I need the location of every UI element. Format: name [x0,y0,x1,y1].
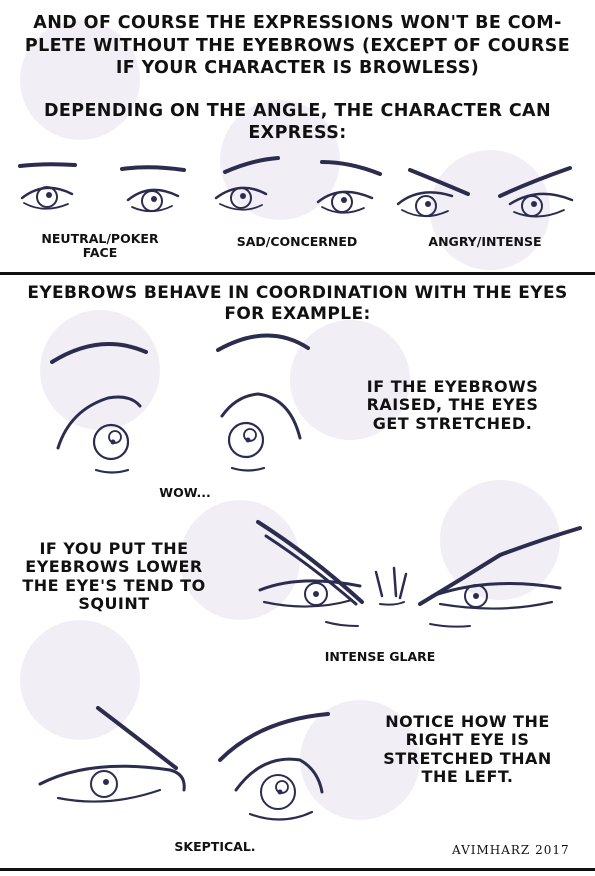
watermark-blob [20,20,140,140]
watermark-blob [20,620,140,740]
intro-line-2: plete without the eyebrows (except of co… [24,36,571,56]
neutral-eye-right [120,165,186,213]
wow-eye-left [50,342,148,474]
skeptical-eye-left [38,706,186,803]
raised-note: If the eyebrows raised, the eyes get str… [366,377,539,433]
caption-sad: Sad/Concerned [236,234,358,249]
watermark-blob [40,310,160,430]
glare-eye-left [256,520,364,627]
watermark-blob [180,500,300,620]
angry-eye-right [498,166,574,218]
neutral-eye-left [18,162,77,210]
intro-line-3: if your character is browless) [115,58,480,78]
caption-neutral: Neutral/Poker face [41,231,159,261]
skeptical-eye-right [218,712,330,821]
caption-wow: Wow... [159,485,211,500]
depending-line-2: express: [248,123,347,143]
sad-eye-left [214,156,280,211]
bottom-border [0,868,595,871]
intro-line-1: And of course the expressions won't be c… [33,13,562,33]
glare-eye-right [418,526,582,628]
glare-nose-lines [374,566,408,606]
wow-eye-right [216,333,310,472]
section-heading-2: for example: [224,304,371,324]
sad-eye-right [316,160,382,214]
angry-eye-left [396,168,470,218]
artist-credit: Avimharz 2017 [452,843,570,857]
caption-skeptical: Skeptical. [174,839,256,854]
caption-angry: Angry/Intense [428,234,542,249]
watermark-blob [290,320,410,440]
watermark-blob [300,700,420,820]
caption-glare: Intense glare [324,649,436,664]
section-divider [0,272,595,275]
lower-note: If you put the eyebrows lower the eye's … [22,539,206,614]
notice-note: Notice how the right eye is stretched th… [383,712,552,787]
depending-line-1: Depending on the angle, the character ca… [43,101,552,121]
section-heading-1: Eyebrows behave in coordination with the… [27,283,568,303]
watermark-blob [430,150,550,270]
